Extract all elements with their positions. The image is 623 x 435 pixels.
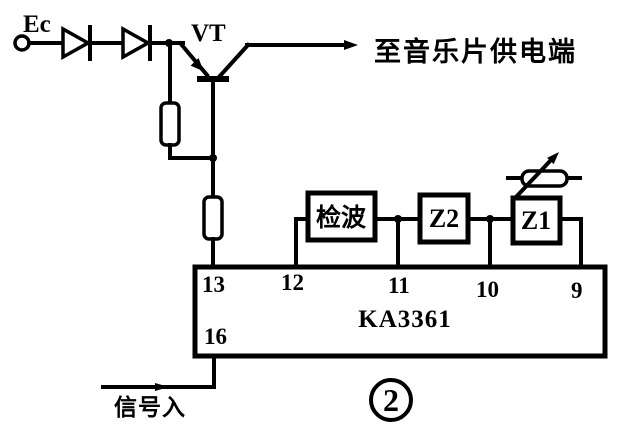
power-terminal-icon (13, 34, 31, 52)
pin-11-label: 11 (388, 273, 410, 298)
diode-icon (61, 25, 92, 61)
figure-number-label: 2 (383, 382, 399, 418)
diode-icon (121, 25, 152, 61)
arrow-right-icon (344, 40, 358, 50)
z2-label: Z2 (429, 204, 459, 233)
z1-box (510, 195, 563, 246)
pin-16-label: 16 (204, 324, 227, 349)
output-label: 至音乐片供电端 (374, 36, 577, 67)
power-label: Ec (23, 11, 51, 38)
pin-13-label: 13 (202, 272, 225, 297)
variable-resistor-icon (506, 152, 582, 200)
wire (101, 354, 216, 389)
detector-label: 检波 (316, 203, 367, 232)
ic-label: KA3361 (358, 306, 452, 333)
wire (168, 143, 215, 160)
resistor-icon (159, 101, 181, 147)
z1-label: Z1 (521, 206, 551, 235)
pin-12-label: 12 (281, 270, 304, 295)
resistor-icon (202, 195, 224, 241)
signal-input-label: 信号入 (114, 394, 186, 420)
detector-box (305, 190, 378, 243)
transistor-label: VT (191, 20, 226, 47)
wire (558, 217, 583, 269)
pin-10-label: 10 (476, 277, 499, 302)
ic-box (192, 264, 608, 359)
pnp-transistor-icon (178, 41, 251, 82)
pin-9-label: 9 (571, 278, 583, 303)
arrow-right-icon (155, 383, 169, 391)
wire (294, 217, 310, 269)
figure-number-badge: 2 (369, 378, 413, 422)
